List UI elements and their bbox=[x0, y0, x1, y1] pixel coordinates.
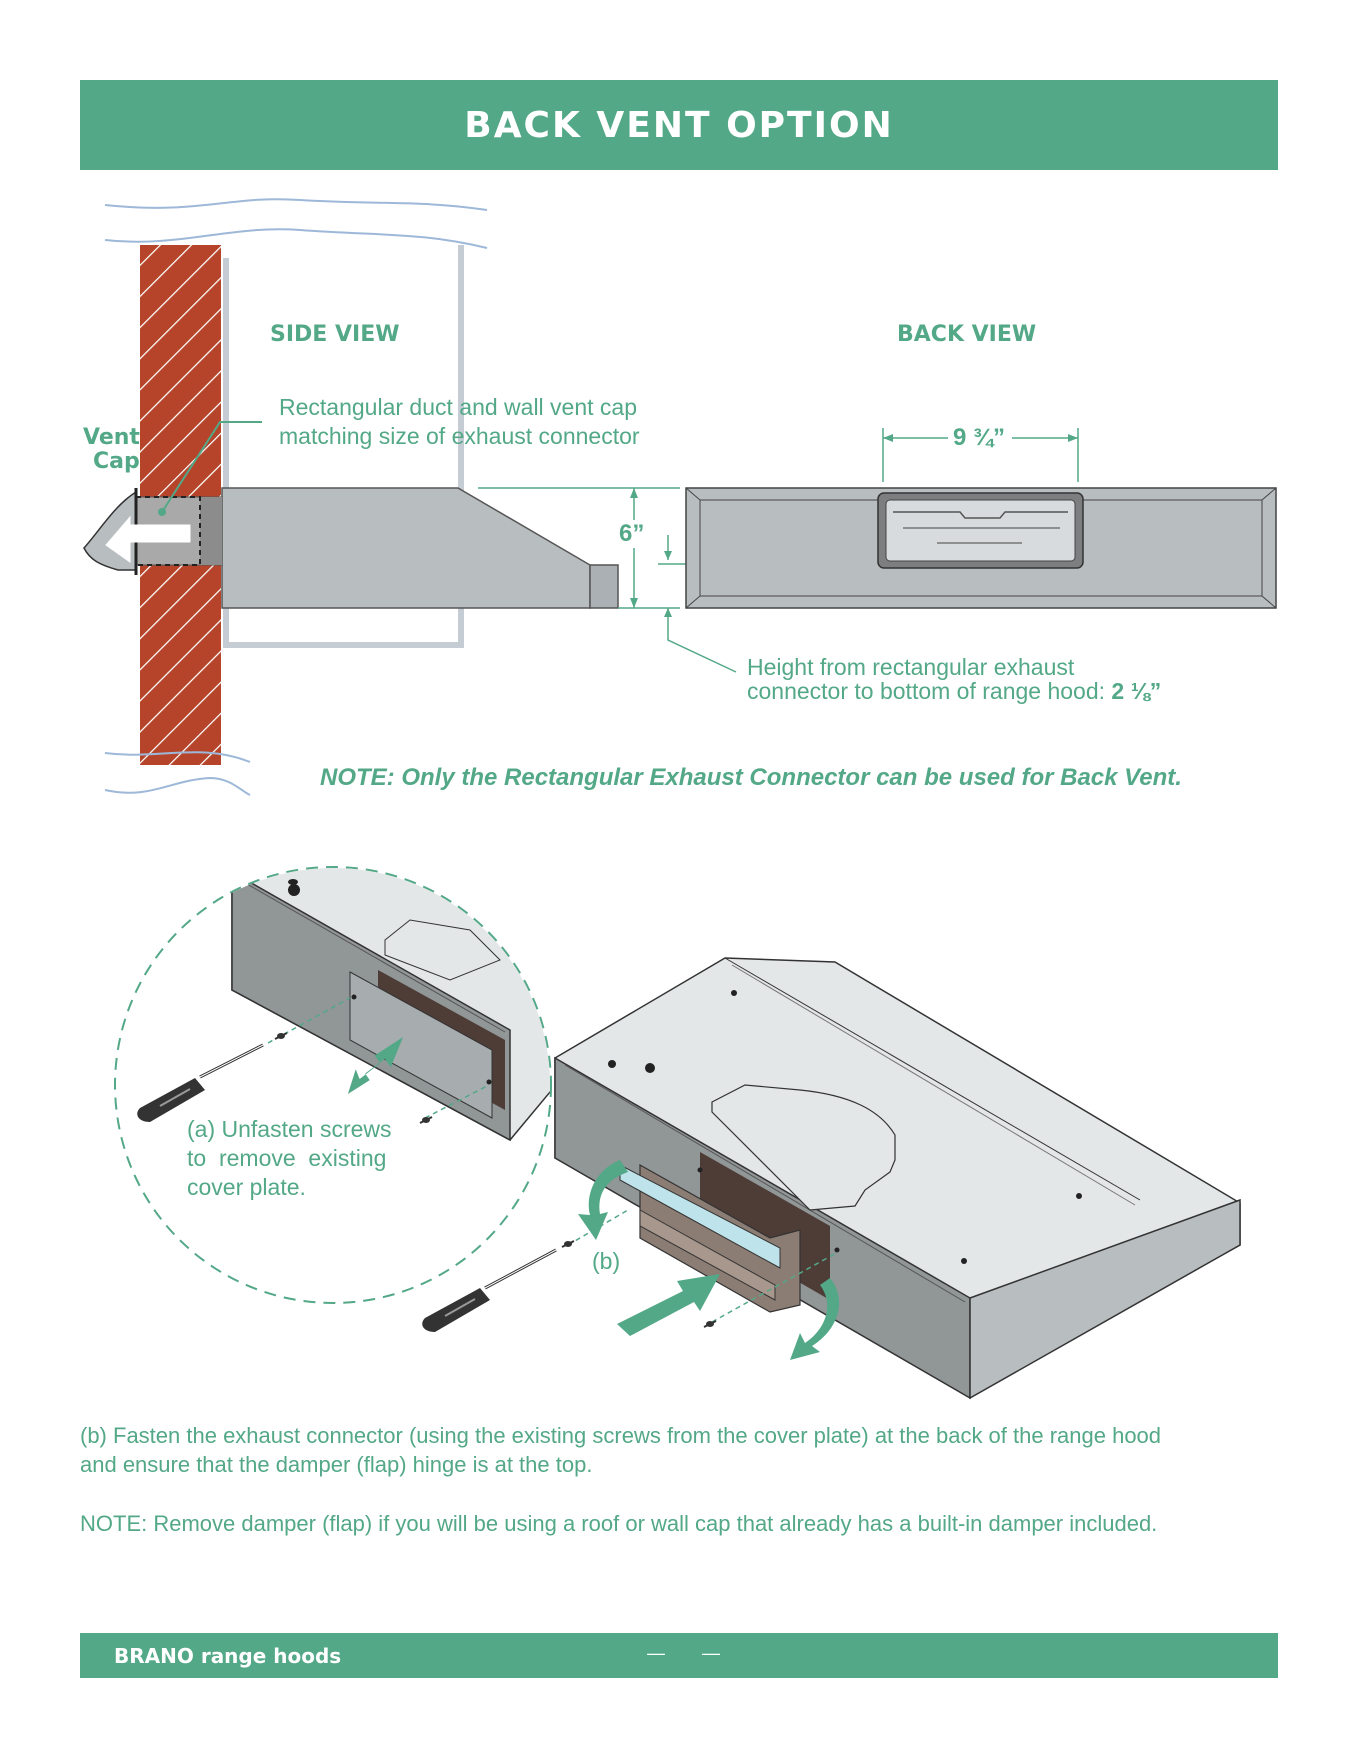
installation-illustration bbox=[114, 866, 1241, 1400]
footer-brand: BRANO range hoods bbox=[114, 1644, 342, 1668]
width-dimension: 9 ¾” bbox=[953, 424, 1006, 451]
vent-diagram bbox=[83, 198, 1277, 796]
wall-break-bottom bbox=[104, 751, 251, 763]
insert-arrow bbox=[617, 1274, 720, 1336]
step-b-line2: and ensure that the damper (flap) hinge … bbox=[80, 1452, 593, 1477]
vent-cap-label-2: Cap bbox=[93, 449, 140, 474]
cabinet-outline bbox=[223, 245, 464, 648]
main-range-hood bbox=[554, 957, 1241, 1400]
curved-arrow-left bbox=[578, 1160, 628, 1240]
side-view-label: SIDE VIEW bbox=[270, 322, 400, 347]
wall-break-top-2 bbox=[104, 228, 488, 249]
duct-note-line2: matching size of exhaust connector bbox=[279, 423, 640, 449]
connector-height-line2: connector to bottom of range hood: 2 ⅛” bbox=[747, 678, 1161, 705]
duct-leader bbox=[161, 421, 262, 513]
step-b-line1: (b) Fasten the exhaust connector (using … bbox=[80, 1423, 1162, 1448]
step-a-line2: to remove existing bbox=[187, 1145, 387, 1171]
screw-icon bbox=[274, 1032, 288, 1040]
cover-plate bbox=[349, 971, 493, 1119]
detail-circle bbox=[114, 866, 552, 1304]
height-leader bbox=[667, 626, 737, 673]
connector-height-prefix: connector to bottom of range hood: bbox=[747, 678, 1112, 704]
footer-dash-2: — bbox=[702, 1643, 720, 1663]
footer-dash-1: — bbox=[647, 1643, 665, 1663]
back-view-label: BACK VIEW bbox=[897, 322, 1037, 347]
screw-icon-4 bbox=[703, 1320, 717, 1328]
remove-arrow bbox=[347, 1037, 404, 1095]
airflow-arrow bbox=[105, 515, 191, 563]
screwdriver-icon-2 bbox=[422, 1248, 557, 1332]
step-a-line3: cover plate. bbox=[187, 1174, 306, 1200]
step-b-tag: (b) bbox=[592, 1248, 621, 1274]
height-dimension: 6” bbox=[619, 520, 645, 548]
curved-arrow-right bbox=[790, 1278, 840, 1360]
vent-cap-label: Vent bbox=[83, 425, 140, 450]
wall-break-bottom-2 bbox=[104, 776, 251, 796]
range-hood-side bbox=[221, 487, 591, 609]
duct-note-line1: Rectangular duct and wall vent cap bbox=[279, 394, 637, 420]
screw-icon-3 bbox=[561, 1240, 575, 1248]
step-a-text: (a) Unfasten screws to remove existing c… bbox=[187, 1115, 392, 1202]
step-a-line1: (a) Unfasten screws bbox=[187, 1116, 392, 1142]
step-b-instructions: (b) Fasten the exhaust connector (using … bbox=[80, 1421, 1290, 1479]
note-damper: NOTE: Remove damper (flap) if you will b… bbox=[80, 1511, 1158, 1536]
connector-height-value: 2 ⅛” bbox=[1111, 678, 1162, 704]
screw-icon-2 bbox=[419, 1116, 433, 1124]
screwdriver-icon bbox=[137, 1043, 264, 1122]
page-title-banner: BACK VENT OPTION bbox=[80, 80, 1278, 170]
wall-break-top bbox=[104, 198, 488, 211]
note-back-vent: NOTE: Only the Rectangular Exhaust Conne… bbox=[320, 764, 1182, 791]
connector-height-line1: Height from rectangular exhaust bbox=[747, 654, 1075, 680]
page-title: BACK VENT OPTION bbox=[464, 104, 894, 146]
footer-bar: BRANO range hoods — — bbox=[80, 1633, 1278, 1678]
